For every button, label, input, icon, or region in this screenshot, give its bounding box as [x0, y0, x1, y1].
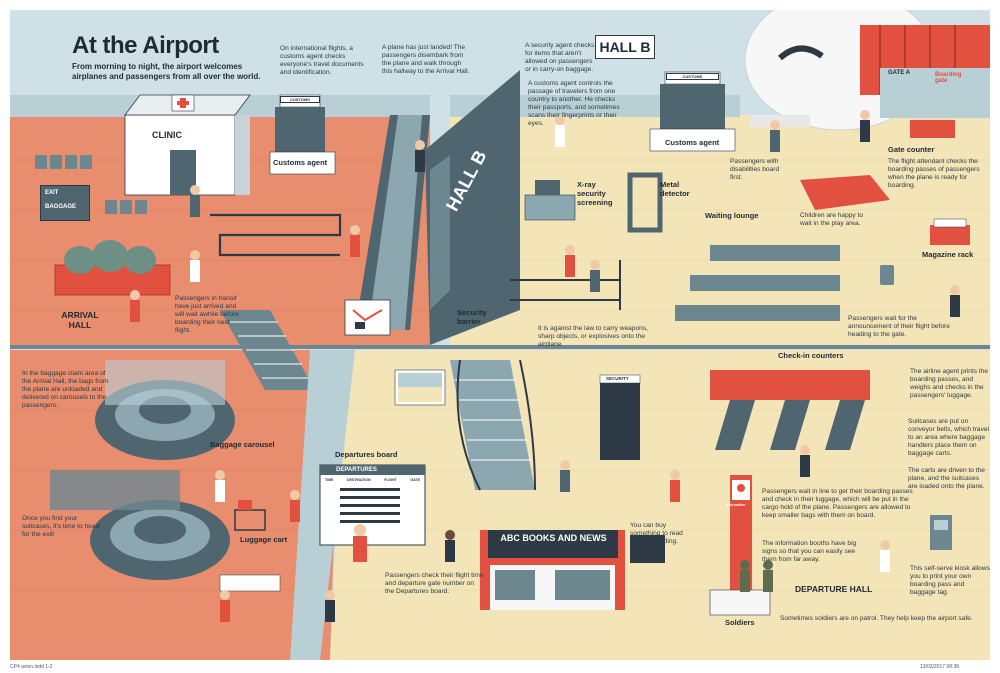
caption-check-board: Passengers check their flight time and d…	[385, 572, 484, 596]
people	[130, 110, 960, 622]
security-door-sign: SECURITY	[606, 376, 629, 381]
escalator-center-steps	[455, 379, 531, 461]
caption-weapons: It is against the law to carry weapons, …	[538, 325, 648, 349]
planter-plants	[64, 240, 156, 274]
exit-baggage-sign: EXIT BAGGAGE	[40, 185, 90, 221]
suitcase-icon	[355, 322, 365, 329]
bookstore-sign: ABC BOOKS AND NEWS	[500, 533, 607, 543]
departures-rows	[340, 488, 400, 523]
caption-customs-controls: A customs agent controls the passage of …	[528, 80, 620, 128]
escalator-steps	[230, 321, 310, 379]
caption-carts: The carts are driven to the plane, and t…	[908, 467, 985, 491]
footer-right: 13/03/2017 08:38	[920, 664, 959, 670]
customs-booth-b	[660, 84, 725, 129]
caption-kiosk: This self-serve kiosk allows you to prin…	[910, 565, 990, 597]
luggage-cart-label: Luggage cart	[240, 535, 288, 544]
departures-col-destination: DESTINATION	[347, 478, 371, 482]
airplane-wheel-area	[750, 115, 810, 127]
arrival-hall-label: ARRIVAL HALL	[61, 310, 99, 330]
waiting-lounge-chairs	[675, 245, 840, 321]
airport-illustration: At the Airport From morning to night, th…	[10, 10, 990, 660]
departure-hall-label: DEPARTURE HALL	[795, 584, 873, 594]
gate-a-sign: GATE A	[888, 70, 910, 76]
caption-security-agent: A security agent checks for items that a…	[525, 42, 595, 74]
arrival-chairs	[35, 155, 147, 214]
bookstore-shelves	[495, 570, 610, 600]
customs-booth	[275, 107, 325, 152]
xray-machine	[524, 194, 576, 221]
caption-baggage-claim: In the baggage claim area of the Arrival…	[22, 370, 109, 410]
floor-divider	[10, 345, 990, 349]
caption-gate-counter: The flight attendant checks the boarding…	[888, 158, 980, 190]
exit-sign-text: EXIT	[45, 190, 59, 196]
hall-b-sign: HALL B	[595, 35, 655, 59]
caption-plane-landed: A plane has just landed! The passengers …	[382, 44, 470, 76]
departures-columns: TIME DESTINATION FLIGHT GATE	[325, 478, 420, 482]
boarding-gate-sign: Boarding gate	[935, 72, 962, 84]
caption-transit: Passengers in transit have just arrived …	[175, 295, 239, 335]
departures-col-time: TIME	[325, 478, 334, 482]
customs-booth-label: CUSTOMS	[280, 96, 320, 103]
soldiers-label: Soldiers	[725, 618, 755, 627]
carousel-chute-upper	[105, 360, 225, 405]
icon-sign-strip	[219, 574, 281, 592]
airplane-cockpit-window	[777, 45, 824, 61]
baggage-carousel-label: Baggage carousel	[210, 440, 275, 449]
walkway-belt	[368, 115, 422, 330]
hall-b-floor	[450, 115, 990, 345]
play-area-rug	[800, 175, 890, 210]
departures-col-flight: FLIGHT	[384, 478, 397, 482]
customs-agent-b-label: Customs agent	[665, 138, 720, 147]
information-sign: Information	[726, 503, 746, 507]
caption-customs-intl: On international flights, a customs agen…	[280, 45, 364, 77]
checkin-counters-label: Check-in counters	[778, 351, 844, 360]
checkin-conveyors	[715, 400, 865, 450]
gate-counter-label: Gate counter	[888, 145, 935, 154]
caption-airline-agent: The airline agent prints the boarding pa…	[910, 368, 989, 400]
caption-soldiers: Sometimes soldiers are on patrol. They h…	[780, 615, 973, 622]
clinic-sign: CLINIC	[152, 130, 182, 140]
security-door	[600, 380, 640, 460]
customs-agent-label: Customs agent	[273, 158, 328, 167]
caption-info-booths: The information booths have big signs so…	[762, 540, 857, 564]
trash-bin	[880, 265, 894, 285]
page-title: At the Airport	[72, 32, 219, 59]
caption-disabilities: Passengers with disabilities board first…	[730, 158, 780, 182]
caption-conveyor: Suitcases are put on conveyor belts, whi…	[908, 418, 989, 458]
page-subtitle: From morning to night, the airport welco…	[72, 62, 261, 81]
magazine-rack	[930, 225, 970, 245]
gate-counter	[910, 120, 955, 138]
security-barrier-label: Security barrier	[457, 308, 487, 326]
magazine-rack-label: Magazine rack	[922, 250, 974, 259]
bookstore-sign-bubble	[630, 535, 665, 563]
xray-label: X-ray security screening	[577, 180, 613, 207]
airport-scene	[10, 10, 990, 660]
information-desk	[709, 589, 771, 616]
security-barrier-lines	[510, 260, 621, 310]
customs-desk	[269, 151, 336, 175]
departures-board-label: Departures board	[335, 450, 398, 459]
customs-booth-b-label: CUSTOMS	[666, 73, 719, 80]
queue-barrier	[210, 213, 342, 257]
checkin-counters	[710, 370, 870, 400]
customs-desk-b	[649, 128, 736, 152]
departures-col-gate: GATE	[410, 478, 420, 482]
gate-a-wall	[880, 68, 990, 118]
caption-play-area: Children are happy to wait in the play a…	[800, 212, 864, 228]
caption-announcement: Passengers wait for the announcement of …	[848, 315, 950, 339]
waiting-lounge-label: Waiting lounge	[705, 211, 759, 220]
metal-detector-label: Metal detector	[660, 180, 690, 198]
escalator-center	[450, 360, 535, 490]
footer-left: CP4 avion.indd 1-2	[10, 664, 53, 670]
clinic-side	[235, 115, 250, 195]
caption-exit: Once you find your suitcases, it's time …	[22, 515, 100, 539]
baggage-sign-text: BAGGAGE	[45, 204, 77, 210]
carousel-chute-lower	[50, 470, 180, 510]
caption-books: You can buy something to read before boa…	[630, 522, 683, 546]
metal-detector	[627, 172, 663, 233]
departures-board-header: DEPARTURES	[336, 467, 377, 473]
caption-line: Passengers wait in line to get their boa…	[762, 488, 913, 520]
